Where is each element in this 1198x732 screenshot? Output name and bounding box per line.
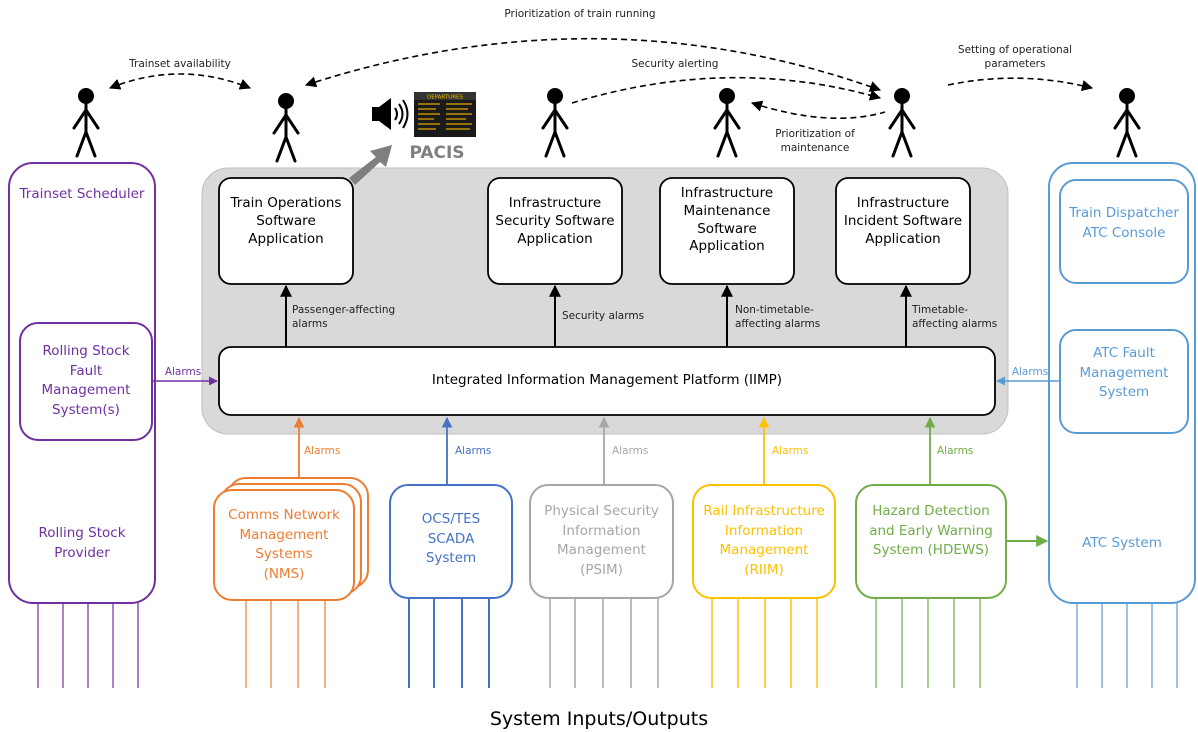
speaker-icon [372, 98, 409, 130]
riim-io-lines [711, 598, 818, 688]
departures-board-icon: DEPARTURES [414, 92, 476, 137]
departures-board-title: DEPARTURES [427, 95, 464, 101]
hdews-label: Hazard Detection and Early Warning Syste… [869, 503, 993, 559]
infrastructure-maintenance-app-box [659, 177, 795, 285]
left-panel-io-lines [37, 603, 139, 688]
iimp-label: Integrated Information Management Platfo… [431, 372, 783, 388]
infrastructure-maintenance-app-label: Infrastructure Maintenance Software Appl… [680, 185, 774, 255]
atc-system-label: ATC System [1082, 535, 1162, 551]
person-incident-operator-icon [888, 88, 916, 158]
pacis-arrow [349, 145, 392, 185]
person-train-operator-icon [272, 93, 300, 163]
label-nms-alarms: Alarms [304, 445, 341, 457]
trainset-scheduler-label: Trainset Scheduler [19, 186, 145, 202]
label-timetable-alarms: Timetable- affecting alarms [912, 304, 998, 330]
psim-label: Physical Security Information Management… [544, 503, 659, 578]
right-panel-io-lines [1076, 603, 1178, 688]
atc-console-label: Train Dispatcher ATC Console [1069, 205, 1179, 241]
label-scada-alarms: Alarms [455, 445, 492, 457]
rolling-stock-fault-label: Rolling Stock Fault Management System(s) [41, 343, 131, 418]
arrow-trainset-availability [108, 73, 252, 90]
person-maintenance-operator-icon [713, 88, 741, 158]
label-prioritization-train-running: Prioritization of train running [504, 8, 656, 20]
rolling-stock-provider-label: Rolling Stock Provider [38, 525, 126, 561]
psim-io-lines [549, 598, 659, 688]
nms-label: Comms Network Management Systems (NMS) [228, 507, 340, 582]
infrastructure-security-app-label: Infrastructure Security Software Applica… [495, 195, 615, 247]
train-operations-app-box [218, 177, 354, 285]
label-non-timetable-alarms: Non-timetable- affecting alarms [735, 304, 821, 330]
arrow-prioritization-maintenance [750, 100, 886, 120]
nms-io-lines [245, 600, 326, 688]
label-left-alarms: Alarms [164, 366, 202, 378]
arrow-setting-operational-parameters [947, 77, 1094, 91]
psim-box [529, 484, 674, 599]
person-trainset-planner-icon [72, 88, 100, 158]
hdews-io-lines [875, 598, 981, 688]
label-trainset-availability: Trainset availability [129, 58, 231, 70]
atc-console-box [1059, 179, 1189, 284]
infrastructure-incident-app-box [835, 177, 971, 285]
label-setting-operational-parameters: Setting of operational parameters [957, 44, 1073, 70]
pacis-label: PACIS [409, 143, 465, 163]
infrastructure-security-app-box [487, 177, 623, 285]
train-operations-app-label: Train Operations Software Application [230, 195, 342, 247]
label-prioritization-maintenance: Prioritization of maintenance [775, 128, 855, 154]
label-hdews-alarms: Alarms [937, 445, 974, 457]
atc-fault-label: ATC Fault Management System [1079, 345, 1169, 401]
nms-box [213, 489, 355, 601]
person-security-operator-icon [541, 88, 569, 158]
label-riim-alarms: Alarms [772, 445, 809, 457]
label-security-alarms: Security alarms [562, 310, 645, 322]
iimp-box [218, 346, 996, 416]
infrastructure-incident-app-label: Infrastructure Incident Software Applica… [843, 195, 963, 247]
arrow-prioritization-train-running [304, 37, 882, 92]
footer-title: System Inputs/Outputs [489, 708, 709, 730]
scada-label: OCS/TES SCADA System [421, 511, 481, 567]
label-security-alerting: Security alerting [631, 58, 719, 70]
arrow-security-alerting [571, 76, 882, 104]
riim-label: Rail Infrastructure Information Manageme… [703, 503, 825, 578]
label-psim-alarms: Alarms [612, 445, 649, 457]
person-atc-dispatcher-icon [1113, 88, 1141, 158]
scada-box [389, 484, 513, 599]
label-right-alarms: Alarms [1011, 366, 1049, 378]
scada-io-lines [408, 598, 490, 688]
label-passenger-affecting-alarms: Passenger-affecting alarms [292, 304, 396, 330]
